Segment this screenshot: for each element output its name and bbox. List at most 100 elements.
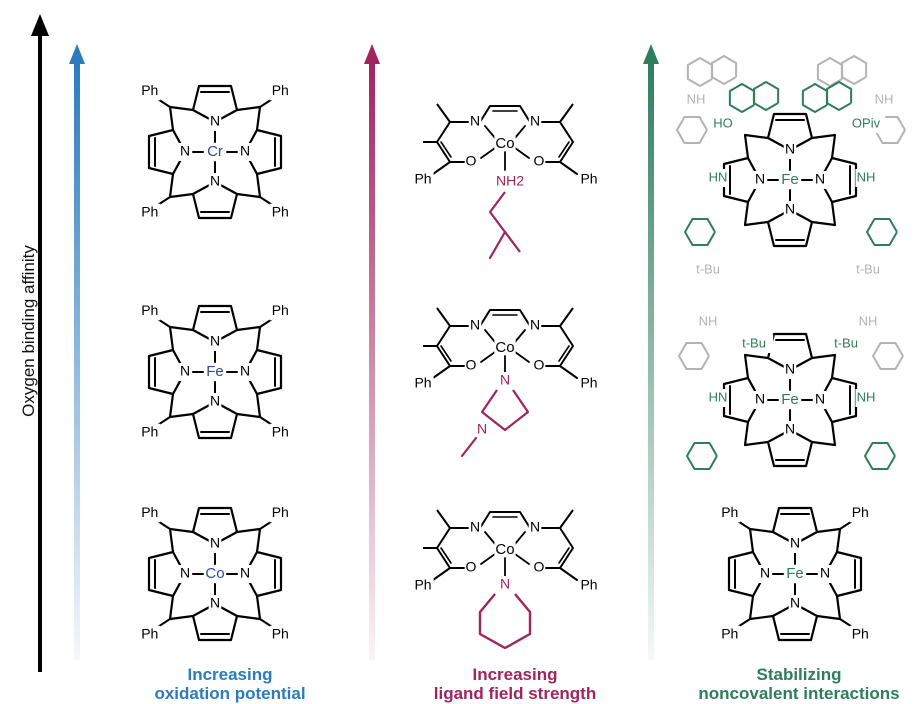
oxygen-label: O <box>534 559 545 575</box>
amide-nh-label: NH <box>699 313 718 328</box>
metal-center-label: Co <box>495 541 514 558</box>
noncovalent-arrow <box>643 44 659 660</box>
phenyl-label: Ph <box>141 504 158 520</box>
nitrogen-label: N <box>815 391 825 407</box>
oxidation-caption-line1: Increasing <box>187 665 273 684</box>
amide-hn-label: HN <box>709 169 728 184</box>
tbu-label: t-Bu <box>742 335 766 350</box>
metal-center-label: Fe <box>786 565 804 582</box>
nitrogen-label: N <box>470 519 480 535</box>
oxidation-caption: Increasing oxidation potential <box>115 665 345 703</box>
phenyl-label: Ph <box>414 375 431 391</box>
nitrogen-label: N <box>790 595 800 611</box>
amide-nh-label: NH <box>875 91 894 106</box>
phenyl-label: Ph <box>852 504 869 520</box>
amine-label: NH2 <box>496 173 524 189</box>
oxygen-label: O <box>534 153 545 169</box>
oxygen-affinity-arrow <box>31 14 49 672</box>
oxygen-label: O <box>466 559 477 575</box>
phenyl-label: Ph <box>141 423 158 439</box>
nitrogen-label: N <box>210 173 220 189</box>
phenyl-label: Ph <box>580 577 597 593</box>
nitrogen-label: N <box>180 363 190 379</box>
phenyl-label: Ph <box>141 302 158 318</box>
phenyl-label: Ph <box>272 302 289 318</box>
phenyl-label: Ph <box>272 82 289 98</box>
noncovalent-caption: Stabilizing noncovalent interactions <box>684 665 914 703</box>
phenyl-label: Ph <box>141 625 158 641</box>
phenyl-label: Ph <box>852 625 869 641</box>
nitrogen-label: N <box>210 595 220 611</box>
nitrogen-label: N <box>240 143 250 159</box>
opiv-label: OPiv <box>852 115 881 130</box>
phenyl-label: Ph <box>272 625 289 641</box>
amide-nh-label: NH <box>857 389 876 404</box>
metal-center-label: Co <box>495 339 514 356</box>
pyridine-nitrogen-label: N <box>500 576 510 592</box>
phenyl-label: Ph <box>141 203 158 219</box>
nitrogen-label: N <box>470 113 480 129</box>
ligand-caption: Increasing ligand field strength <box>400 665 630 703</box>
nitrogen-label: N <box>790 535 800 551</box>
nitrogen-label: N <box>785 421 795 437</box>
oxidation-caption-line2: oxidation potential <box>154 684 306 703</box>
oxygen-label: O <box>466 153 477 169</box>
phenyl-label: Ph <box>721 504 738 520</box>
phenyl-label: Ph <box>414 577 431 593</box>
nitrogen-label: N <box>210 535 220 551</box>
noncovalent-caption-line1: Stabilizing <box>756 665 842 684</box>
ligand-caption-line1: Increasing <box>472 665 558 684</box>
phenyl-label: Ph <box>272 504 289 520</box>
nitrogen-label: N <box>785 141 795 157</box>
ligand-caption-line2: ligand field strength <box>433 684 597 703</box>
nitrogen-label: N <box>210 113 220 129</box>
tbu-label: t-Bu <box>696 261 720 276</box>
metal-center-label: Fe <box>781 171 799 188</box>
nitrogen-label: N <box>530 317 540 333</box>
metal-center-label: Co <box>495 135 514 152</box>
amide-nh-label: NH <box>859 313 878 328</box>
nitrogen-label: N <box>470 317 480 333</box>
phenyl-label: Ph <box>141 82 158 98</box>
amide-nh-label: NH <box>857 169 876 184</box>
metal-center-label: Fe <box>206 363 224 380</box>
nitrogen-label: N <box>785 201 795 217</box>
metal-center-label: Fe <box>781 391 799 408</box>
nitrogen-label: N <box>755 391 765 407</box>
ligand-arrow <box>364 44 380 660</box>
phenyl-label: Ph <box>272 203 289 219</box>
phenyl-label: Ph <box>414 171 431 187</box>
phenyl-label: Ph <box>272 423 289 439</box>
metal-center-label: Cr <box>207 143 223 160</box>
nitrogen-label: N <box>820 565 830 581</box>
metal-center-label: Co <box>205 565 224 582</box>
phenyl-label: Ph <box>580 171 597 187</box>
oxidation-arrow <box>69 44 85 660</box>
amide-nh-label: NH <box>687 91 706 106</box>
nitrogen-label: N <box>240 565 250 581</box>
oxygen-label: O <box>534 357 545 373</box>
tbu-label: t-Bu <box>856 261 880 276</box>
nitrogen-label: N <box>530 113 540 129</box>
noncovalent-caption-line2: noncovalent interactions <box>698 684 900 703</box>
amide-hn-label: HN <box>709 389 728 404</box>
nitrogen-label: N <box>180 565 190 581</box>
nitrogen-label: N <box>530 519 540 535</box>
nitrogen-label: N <box>210 393 220 409</box>
oxygen-label: O <box>466 357 477 373</box>
imidazole-nitrogen-label: N <box>500 372 510 388</box>
nitrogen-label: N <box>815 171 825 187</box>
hydroxyl-label: HO <box>713 115 733 130</box>
nitrogen-label: N <box>760 565 770 581</box>
